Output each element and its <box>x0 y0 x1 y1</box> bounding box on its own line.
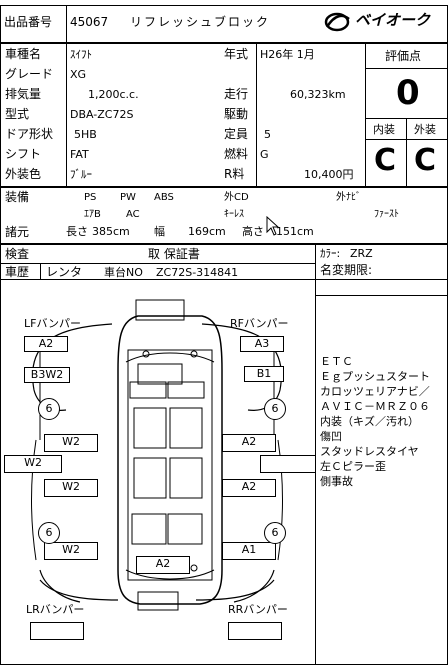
color-label: 外装色 <box>5 167 42 181</box>
note-line: Ｅｇプッシュスタート <box>320 370 430 383</box>
note-line: 傷凹 <box>320 430 342 443</box>
damage-rr-bumper <box>228 622 282 640</box>
damage-front-left: A2 <box>24 336 68 352</box>
damage-rear-center: A2 <box>136 556 190 574</box>
height-value: 151cm <box>276 225 314 238</box>
tire-front-left: 6 <box>38 398 60 420</box>
note-line: 側事故 <box>320 475 353 488</box>
inspection-value: 取 保証書 <box>148 247 200 261</box>
chassis-label: 車台NO <box>104 266 143 279</box>
color-code-label: ｶﾗｰ: <box>320 247 341 260</box>
note-line: カロッツェリアナビ／ <box>320 385 430 398</box>
equip-abs: ABS <box>154 192 174 203</box>
lot-number: 45067 <box>70 15 109 29</box>
capacity-value: 5 <box>264 128 271 141</box>
capacity-label: 定員 <box>224 127 249 141</box>
shift-value: FAT <box>70 148 89 161</box>
overall-grade-label: 評価点 <box>385 49 422 63</box>
overall-grade: 0 <box>396 73 420 113</box>
damage-front-right: A3 <box>240 336 284 352</box>
mileage-value: 60,323km <box>290 88 346 101</box>
lot-title: リフレッシュブロック <box>130 15 271 29</box>
equip-navi: 外ﾅﾋﾞ <box>336 192 361 203</box>
exterior-grade: C <box>414 143 437 178</box>
grade-value: XG <box>70 68 87 81</box>
history-value: レンタ <box>46 265 83 279</box>
equip-ps: PS <box>84 192 97 203</box>
color-code-value: ZRZ <box>350 247 373 260</box>
dimensions-label: 諸元 <box>5 225 30 239</box>
grade-label: グレード <box>5 67 54 81</box>
year-label: 年式 <box>224 47 249 61</box>
mileage-label: 走行 <box>224 87 249 101</box>
damage-left-door-rear: W2 <box>44 479 98 497</box>
damage-left-side-outer: W2 <box>4 455 62 473</box>
color-value: ﾌﾞﾙｰ <box>70 168 92 181</box>
doors-label: ドア形状 <box>5 127 54 141</box>
lf-bumper-label: LFバンパー <box>24 317 82 330</box>
damage-right-door-front: A2 <box>222 434 276 452</box>
damage-right-door-rear: A2 <box>222 479 276 497</box>
doors-value: 5HB <box>74 128 97 141</box>
note-line: 左Ｃピラー歪 <box>320 460 386 473</box>
drive-label: 駆動 <box>224 107 249 121</box>
height-label: 高さ <box>242 225 264 238</box>
damage-right-side-outer <box>260 455 316 473</box>
damage-right-fender: B1 <box>244 366 284 382</box>
auction-logo: ベイオーク <box>323 10 443 38</box>
type-value: DBA-ZC72S <box>70 108 134 121</box>
tire-front-right: 6 <box>264 398 286 420</box>
inspection-label: 検査 <box>5 247 30 261</box>
history-label: 車歴 <box>5 265 30 279</box>
length-label: 長さ <box>66 225 88 238</box>
rr-bumper-label: RRバンパー <box>228 603 288 616</box>
length-value: 385cm <box>92 225 130 238</box>
fuel-value: G <box>260 148 269 161</box>
equip-airbag: ｴｱB <box>84 209 101 220</box>
equip-pw: PW <box>120 192 136 203</box>
lr-bumper-label: LRバンパー <box>26 603 85 616</box>
exterior-grade-label: 外装 <box>414 123 436 136</box>
shift-label: シフト <box>5 147 42 161</box>
tire-rear-left: 6 <box>38 522 60 544</box>
damage-left-quarter: W2 <box>44 542 98 560</box>
equip-first: ﾌｧｰｽﾄ <box>374 209 399 220</box>
type-label: 型式 <box>5 107 30 121</box>
r-fee-label: R料 <box>224 167 245 181</box>
note-line: ＡＶＩＣ－ＭＲＺ０６ <box>320 400 430 413</box>
damage-right-quarter: A1 <box>222 542 276 560</box>
note-line: ＥＴＣ <box>320 355 353 368</box>
equip-keyless: ｷｰﾚｽ <box>224 209 244 220</box>
fuel-label: 燃料 <box>224 147 249 161</box>
width-label: 幅 <box>154 225 165 238</box>
tire-rear-right: 6 <box>264 522 286 544</box>
displacement-label: 排気量 <box>5 87 42 101</box>
width-value: 169cm <box>188 225 226 238</box>
interior-grade-label: 内装 <box>373 123 395 136</box>
note-line: 内装（キズ／汚れ） <box>320 415 419 428</box>
car-outline-diagram <box>31 299 283 611</box>
model-value: ｽｲﾌﾄ <box>70 48 92 61</box>
mouse-cursor-icon <box>266 216 280 236</box>
note-line: スタッドレスタイヤ <box>320 445 419 458</box>
logo-icon <box>324 12 350 32</box>
interior-grade: C <box>374 143 397 178</box>
auction-name: ベイオーク <box>355 11 431 29</box>
lot-label: 出品番号 <box>4 15 53 29</box>
rf-bumper-label: RFバンパー <box>230 317 289 330</box>
chassis-value: ZC72S-314841 <box>156 266 239 279</box>
notes-list: ＥＴＣ Ｅｇプッシュスタート カロッツェリアナビ／ ＡＶＩＣ－ＭＲＺ０６ 内装（… <box>320 354 446 489</box>
equipment-label: 装備 <box>5 190 30 204</box>
damage-left-door-front: W2 <box>44 434 98 452</box>
year-value: H26年 1月 <box>260 48 315 61</box>
equip-ac: AC <box>126 209 140 220</box>
model-label: 車種名 <box>5 47 42 61</box>
r-fee-value: 10,400円 <box>304 168 354 181</box>
damage-lr-bumper <box>30 622 84 640</box>
name-change-label: 名変期限: <box>320 263 373 277</box>
displacement-value: 1,200c.c. <box>88 88 139 101</box>
equip-cd: 外CD <box>224 192 249 203</box>
damage-left-fender: B3W2 <box>24 367 70 383</box>
